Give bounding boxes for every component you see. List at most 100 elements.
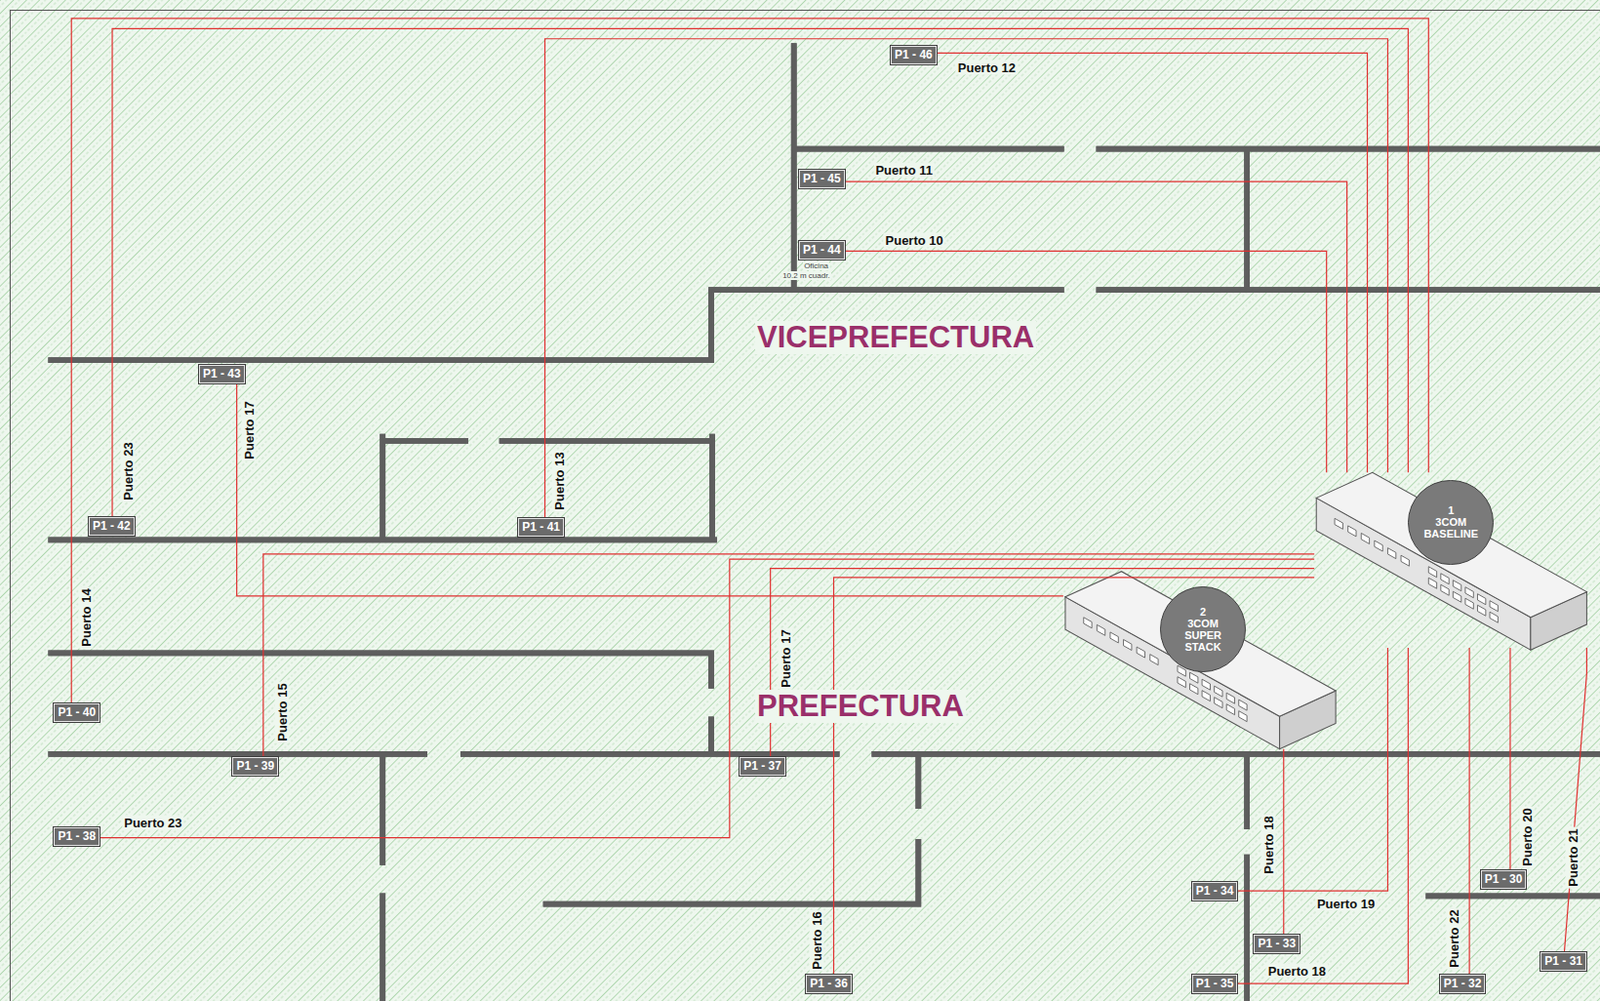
wall-port: P1 - 43: [199, 364, 245, 384]
network-switch: 1 3COM BASELINE: [1314, 472, 1592, 648]
port-number: Puerto 16: [808, 910, 824, 972]
wall-port: P1 - 40: [53, 703, 100, 722]
wall-port: P1 - 45: [799, 169, 845, 189]
switch-port: [1190, 672, 1199, 683]
port-number: Puerto 15: [274, 680, 289, 743]
switch-port: [1387, 548, 1396, 560]
network-switch: 2 3COM SUPER STACK: [1063, 571, 1336, 750]
switch-top: [1316, 472, 1587, 618]
switch-port: [1428, 577, 1437, 589]
switch-port: [1136, 646, 1145, 658]
port-number: Puerto 17: [241, 400, 257, 462]
port-number: Puerto 23: [121, 814, 184, 830]
switch-port: [1489, 600, 1498, 612]
switch-port: [1428, 566, 1437, 578]
switch-port: [1348, 525, 1357, 537]
port-number: Puerto 20: [1519, 805, 1534, 868]
port-number: Puerto 12: [956, 60, 1018, 76]
port-id: P1 - 30: [1484, 872, 1523, 886]
port-number: Puerto 21: [1564, 826, 1580, 888]
switch-port: [1201, 679, 1210, 690]
wall-port: P1 - 33: [1253, 934, 1300, 954]
switch-port: [1190, 683, 1199, 695]
switch-top: [1065, 571, 1336, 718]
port-id: P1 - 37: [743, 759, 782, 773]
port-id: P1 - 44: [802, 242, 841, 257]
switch-port: [1110, 632, 1119, 643]
port-number: Puerto 18: [1266, 962, 1328, 978]
switch-badge: 2 3COM SUPER STACK: [1160, 586, 1246, 673]
port-number: Puerto 23: [120, 440, 135, 503]
port-id: P1 - 43: [202, 366, 241, 381]
switch-port: [1214, 685, 1223, 697]
port-id: P1 - 46: [894, 47, 933, 62]
cable: [1282, 749, 1284, 935]
wall-port: P1 - 34: [1192, 881, 1239, 901]
wall-port: P1 - 32: [1440, 974, 1486, 994]
port-id: P1 - 34: [1196, 883, 1235, 898]
area-name: PREFECTURA: [755, 689, 966, 723]
port-id: P1 - 35: [1196, 976, 1235, 991]
port-id: P1 - 38: [57, 829, 96, 843]
port-id: P1 - 31: [1544, 954, 1583, 968]
port-id: P1 - 40: [57, 705, 96, 720]
cable: [1563, 647, 1588, 961]
wall-port: P1 - 31: [1540, 952, 1587, 971]
port-id: P1 - 36: [809, 976, 848, 991]
switch-port: [1123, 640, 1132, 651]
switch-port: [1150, 654, 1159, 666]
switch-port: [1360, 532, 1369, 544]
room-note: Oficina: [802, 261, 830, 271]
switch-port: [1452, 580, 1461, 592]
port-number: Puerto 13: [552, 449, 567, 512]
cable: [1237, 647, 1388, 891]
port-id: P1 - 42: [92, 519, 131, 533]
cable: [1509, 647, 1511, 871]
switch-port: [1177, 677, 1186, 688]
switch-port: [1374, 540, 1383, 552]
wall-port: P1 - 38: [53, 827, 100, 846]
cable: [99, 559, 1315, 839]
switch-name: 2 3COM SUPER STACK: [1164, 605, 1241, 653]
switch-illustration: [1316, 472, 1587, 650]
frame: [9, 9, 1600, 1001]
port-id: P1 - 32: [1443, 976, 1482, 991]
area-name: VICEPREFECTURA: [755, 320, 1037, 355]
port-id: P1 - 41: [521, 520, 560, 534]
switch-port: [1465, 587, 1474, 599]
cable: [237, 383, 1064, 596]
switch-port: [1239, 699, 1247, 711]
switch-port: [1452, 591, 1461, 602]
wall-port: P1 - 36: [805, 974, 852, 994]
switch-illustration: [1065, 571, 1336, 750]
switch-port: [1465, 598, 1474, 609]
port-number: Puerto 17: [778, 627, 794, 689]
cable: [834, 577, 1316, 975]
switch-port: [1477, 604, 1485, 616]
port-number: Puerto 10: [883, 232, 946, 247]
room-note: 10.2 m cuadr.: [781, 271, 831, 280]
switch-port: [1096, 624, 1105, 636]
port-id: P1 - 33: [1257, 936, 1296, 951]
port-number: Puerto 18: [1261, 813, 1277, 876]
wall-port: P1 - 44: [799, 240, 845, 260]
switch-port: [1440, 584, 1449, 596]
switch-port: [1334, 518, 1343, 529]
wall-port: P1 - 35: [1192, 974, 1239, 994]
wall-port: P1 - 42: [88, 517, 135, 536]
cable: [844, 250, 1327, 473]
wall: [50, 45, 1600, 1001]
wall-port: P1 - 30: [1480, 870, 1527, 889]
switch-port: [1226, 692, 1235, 704]
port-id: P1 - 45: [802, 171, 841, 186]
switch-badge: 1 3COM BASELINE: [1407, 480, 1494, 566]
wall-port: P1 - 39: [232, 757, 279, 776]
switch-port: [1477, 594, 1485, 605]
switch-port: [1201, 690, 1210, 702]
port-number: Puerto 11: [873, 161, 935, 177]
port-number: Puerto 14: [78, 586, 93, 648]
walls: [50, 45, 1600, 1001]
wall-port: P1 - 46: [890, 45, 937, 65]
